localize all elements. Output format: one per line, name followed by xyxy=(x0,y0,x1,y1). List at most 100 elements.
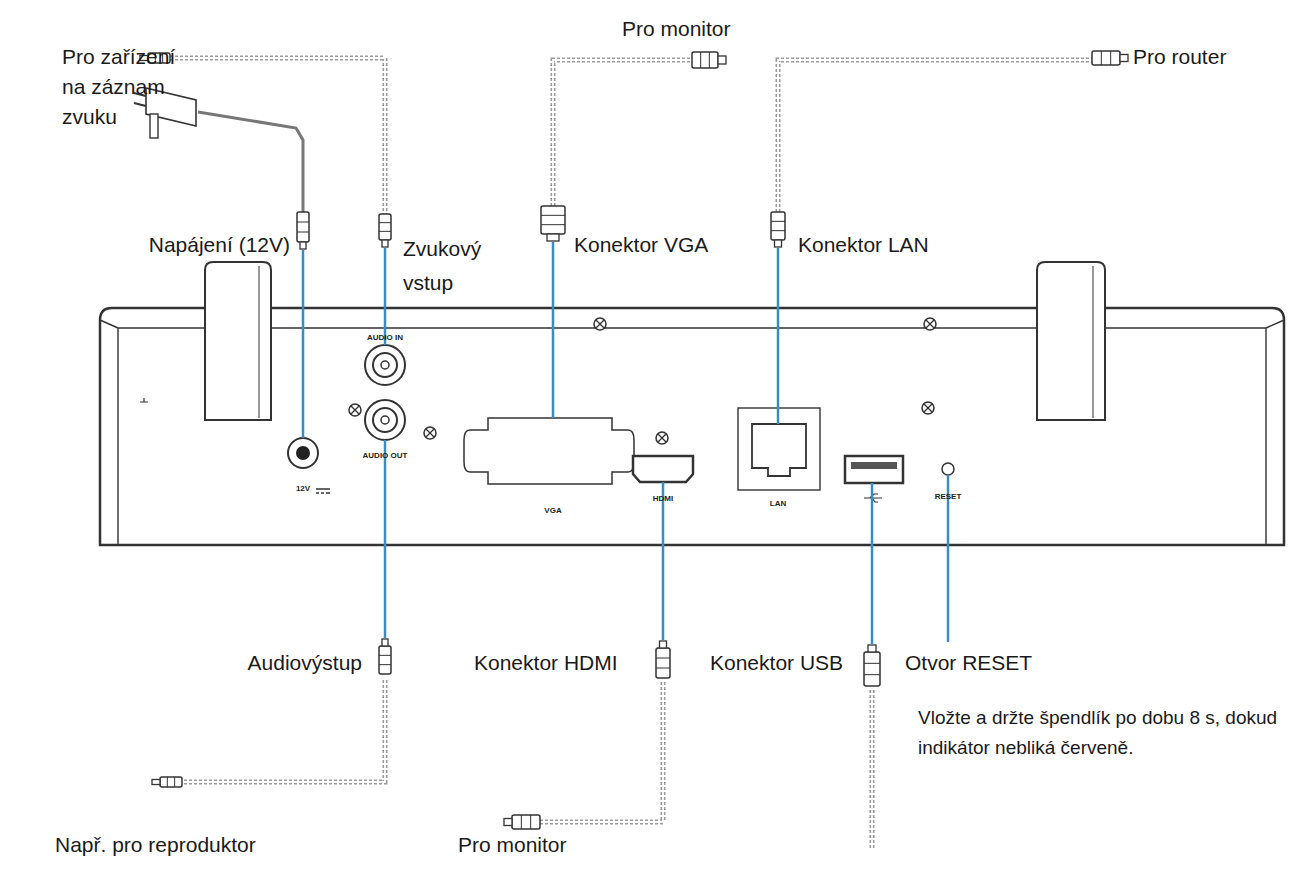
vga-plug xyxy=(541,206,565,241)
plug-body xyxy=(297,212,309,242)
plug-tip xyxy=(547,234,559,241)
screw-cross xyxy=(351,406,359,414)
port-marking: AUDIO IN xyxy=(367,333,403,343)
vga-plug-end xyxy=(692,52,726,68)
plug-detail xyxy=(541,224,565,225)
dc-jack xyxy=(288,438,318,468)
cable-outer xyxy=(870,690,875,850)
lan-port xyxy=(752,424,806,476)
plug-tip xyxy=(300,242,306,249)
rca-plug xyxy=(379,214,391,247)
leader-line xyxy=(302,250,305,438)
plug-detail xyxy=(864,663,880,664)
port-marking: AUDIO OUT xyxy=(363,451,408,461)
plug-detail xyxy=(530,815,531,829)
cable-outer xyxy=(778,60,1092,212)
usb-port xyxy=(845,456,903,483)
connector-name: Konektor LAN xyxy=(798,232,929,258)
vga-cable xyxy=(553,60,692,206)
power-adapter xyxy=(134,88,303,212)
screw-cross xyxy=(658,434,666,442)
target-device-label: Pro monitor xyxy=(458,832,567,858)
plug-detail xyxy=(1110,51,1111,65)
hdmi-plug-end xyxy=(504,815,540,829)
adapter-plug-front xyxy=(150,114,158,138)
screw xyxy=(424,427,436,439)
plug-detail xyxy=(771,221,785,222)
screw-head xyxy=(656,432,668,444)
connector-name: Audiovýstup xyxy=(248,650,362,676)
audio-out-cable xyxy=(182,680,385,782)
plug-detail xyxy=(656,668,670,669)
cable-inner xyxy=(540,682,663,822)
cable-outer xyxy=(182,680,385,782)
antenna-edge xyxy=(1093,266,1094,418)
screw-cross xyxy=(596,320,604,328)
dc-symbol xyxy=(316,489,330,493)
plug-body xyxy=(379,646,391,674)
screw-cross xyxy=(426,429,434,437)
port-marking: RESET xyxy=(935,492,962,502)
rca-jack xyxy=(365,345,405,385)
plug-detail xyxy=(174,777,175,787)
nvr-back-panel xyxy=(100,262,1284,545)
cable-inner xyxy=(170,58,385,214)
cable-outer xyxy=(170,58,385,214)
target-device-label: Pro monitor xyxy=(622,16,731,42)
plug-tip xyxy=(382,240,388,247)
plug-tip xyxy=(382,639,388,646)
screw-head xyxy=(922,402,934,414)
rj45-plug-end xyxy=(1092,51,1128,65)
target-device-label: Pro router xyxy=(1133,44,1226,70)
leader-line xyxy=(871,483,874,644)
usb-port-tongue xyxy=(851,462,897,469)
rca-jack-inner xyxy=(373,353,397,377)
cable-outer xyxy=(540,682,663,822)
screw-cross xyxy=(924,404,932,412)
target-device-label: Pro zařízení na záznam zvuku xyxy=(62,42,197,132)
leader-line xyxy=(777,248,780,424)
connector-name: Konektor USB xyxy=(710,650,843,676)
port-marking: LAN xyxy=(770,499,786,509)
plug-body xyxy=(864,652,880,686)
connector-name: Otvor RESET xyxy=(905,650,1032,676)
instruction-note: Vložte a držte špendlík po dobu 8 s, dok… xyxy=(918,703,1288,763)
plug-detail xyxy=(864,674,880,675)
vga-port xyxy=(464,418,634,484)
antenna-edge xyxy=(259,266,260,418)
plug-detail xyxy=(541,215,565,216)
plug-detail xyxy=(1101,51,1102,65)
usb-plug xyxy=(864,645,880,686)
connector-name: Zvukový vstup xyxy=(403,232,503,300)
rca-plug-end xyxy=(152,777,182,787)
plug-body xyxy=(541,206,565,234)
cable-inner xyxy=(553,60,692,206)
screw xyxy=(349,404,361,416)
cable-inner xyxy=(778,60,1092,212)
plug-tip xyxy=(504,819,512,826)
rca-jack-pin xyxy=(381,416,389,424)
panel-bevel xyxy=(100,320,1284,545)
leader-line xyxy=(384,440,387,638)
connector-name: Konektor HDMI xyxy=(474,650,618,676)
port-marking: HDMI xyxy=(653,494,673,504)
plug-detail xyxy=(379,664,391,665)
plug-body xyxy=(771,212,785,240)
plug-tip xyxy=(718,56,726,64)
dc-plug xyxy=(297,212,309,249)
panel-outline xyxy=(100,308,1284,545)
plug-detail xyxy=(167,777,168,787)
plug-body xyxy=(512,815,540,829)
target-device-label: Např. pro reproduktor xyxy=(55,832,256,858)
connector-name: Napájení (12V) xyxy=(149,232,290,258)
plug-body xyxy=(656,648,670,678)
hdmi-port xyxy=(633,456,693,482)
plug-detail xyxy=(709,52,710,68)
plug-body xyxy=(160,777,182,787)
plug-detail xyxy=(700,52,701,68)
plug-tip xyxy=(660,641,667,648)
leader-line xyxy=(384,248,387,345)
leader-line xyxy=(552,242,555,418)
plug-detail xyxy=(656,658,670,659)
